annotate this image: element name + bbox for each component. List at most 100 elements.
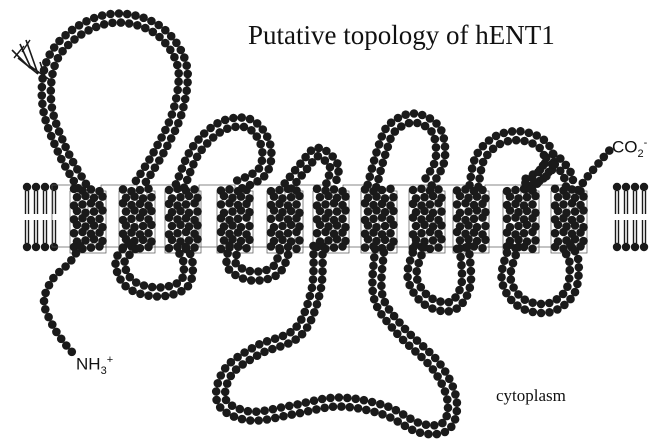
extracellular-loop-1 [182, 61, 191, 70]
tm-helix-6 [333, 221, 342, 230]
intracellular-loop-3 [453, 407, 462, 416]
tm-helix-1 [98, 206, 107, 215]
intracellular-loop-3 [317, 284, 326, 293]
intracellular-loop-3 [451, 415, 460, 424]
tm-helix-7 [378, 213, 387, 222]
intracellular-loop-4 [451, 293, 460, 302]
intracellular-loop-3 [284, 339, 293, 348]
tm-helix-2 [127, 215, 136, 224]
extracellular-loop-2 [256, 140, 265, 149]
extracellular-loop-2 [213, 119, 222, 128]
intracellular-loop-3 [335, 393, 344, 402]
tm-helix-5 [292, 228, 301, 237]
intracellular-loop-3 [318, 242, 327, 251]
intracellular-loop-2 [255, 276, 264, 285]
intracellular-loop-3 [309, 258, 318, 267]
intracellular-loop-3 [449, 382, 458, 391]
intracellular-loop-4 [467, 267, 476, 276]
intracellular-loop-2 [222, 258, 231, 267]
extracellular-loop-4 [370, 156, 379, 165]
intracellular-loop-3 [369, 262, 378, 271]
tm-helix-7 [381, 236, 390, 245]
extracellular-loop-4 [381, 151, 390, 160]
extracellular-loop-1 [183, 78, 192, 87]
tm-helix-5 [275, 200, 284, 209]
n-terminal-tail [45, 281, 54, 290]
extracellular-loop-1 [173, 61, 182, 70]
tm-helix-3 [165, 244, 174, 253]
intracellular-loop-3 [279, 412, 288, 421]
extracellular-loop-1 [139, 13, 148, 22]
tm-helix-3 [176, 193, 185, 202]
extracellular-loop-6 [562, 182, 571, 191]
intracellular-loop-4 [458, 278, 467, 287]
extracellular-loop-6 [566, 168, 575, 177]
tm-helix-6 [316, 207, 325, 216]
intracellular-loop-3 [212, 396, 221, 405]
intracellular-loop-4 [457, 261, 466, 270]
extracellular-loop-1 [100, 20, 109, 29]
intracellular-loop-2 [225, 241, 234, 250]
intracellular-loop-4 [436, 297, 445, 306]
intracellular-loop-3 [286, 328, 295, 337]
intracellular-loop-4 [421, 300, 430, 309]
tm-helix-2 [136, 200, 145, 209]
intracellular-loop-3 [308, 284, 317, 293]
tm-helix-2 [130, 192, 139, 201]
intracellular-loop-3 [444, 404, 453, 413]
tm-helix-11 [554, 193, 563, 202]
protein-chain [38, 9, 614, 438]
tm-helix-6 [313, 229, 322, 238]
extracellular-loop-1 [55, 127, 64, 136]
intracellular-loop-2 [262, 266, 271, 275]
intracellular-loop-3 [442, 412, 451, 421]
extracellular-loop-1 [161, 126, 170, 135]
tm-helix-11 [559, 228, 568, 237]
extracellular-loop-4 [421, 174, 430, 183]
extracellular-loop-1 [172, 94, 181, 103]
intracellular-loop-3 [370, 295, 379, 304]
extracellular-loop-1 [131, 11, 140, 20]
tm-helix-3 [193, 221, 202, 230]
tm-helix-6 [321, 200, 330, 209]
tm-helix-1 [87, 199, 96, 208]
intracellular-loop-3 [416, 428, 425, 437]
extracellular-loop-1 [38, 91, 47, 100]
intracellular-loop-1 [113, 251, 122, 260]
intracellular-loop-5 [565, 274, 574, 283]
extracellular-loop-1 [47, 132, 56, 141]
intracellular-loop-1 [140, 281, 149, 290]
extracellular-loop-1 [52, 119, 61, 128]
intracellular-loop-3 [263, 337, 272, 346]
extracellular-loop-1 [48, 70, 57, 79]
intracellular-loop-3 [368, 287, 377, 296]
extracellular-loop-1 [65, 150, 74, 159]
intracellular-loop-3 [312, 405, 321, 414]
intracellular-loop-1 [189, 266, 198, 275]
intracellular-loop-3 [271, 334, 280, 343]
intracellular-loop-3 [293, 400, 302, 409]
extracellular-loop-3 [332, 176, 341, 185]
tm-helix-8 [437, 207, 446, 216]
extracellular-loop-2 [221, 116, 230, 125]
intracellular-loop-5 [566, 266, 575, 275]
extracellular-loop-2 [258, 156, 267, 165]
extracellular-loop-1 [172, 39, 181, 48]
tm-helix-5 [292, 200, 301, 209]
tm-helix-6 [321, 228, 330, 237]
extracellular-loop-1 [42, 58, 51, 67]
intracellular-loop-3 [296, 409, 305, 418]
tm-helix-9 [473, 206, 482, 215]
extracellular-loop-5 [512, 136, 521, 145]
intracellular-loop-5 [571, 288, 580, 297]
intracellular-loop-3 [408, 426, 417, 435]
tm-helix-7 [378, 200, 387, 209]
extracellular-loop-2 [252, 132, 261, 141]
tm-helix-6 [316, 221, 325, 230]
extracellular-loop-2 [223, 124, 232, 133]
intracellular-loop-3 [318, 250, 327, 259]
tm-helix-4 [234, 228, 243, 237]
tm-helix-6 [324, 192, 333, 201]
tm-helix-6 [330, 185, 339, 194]
